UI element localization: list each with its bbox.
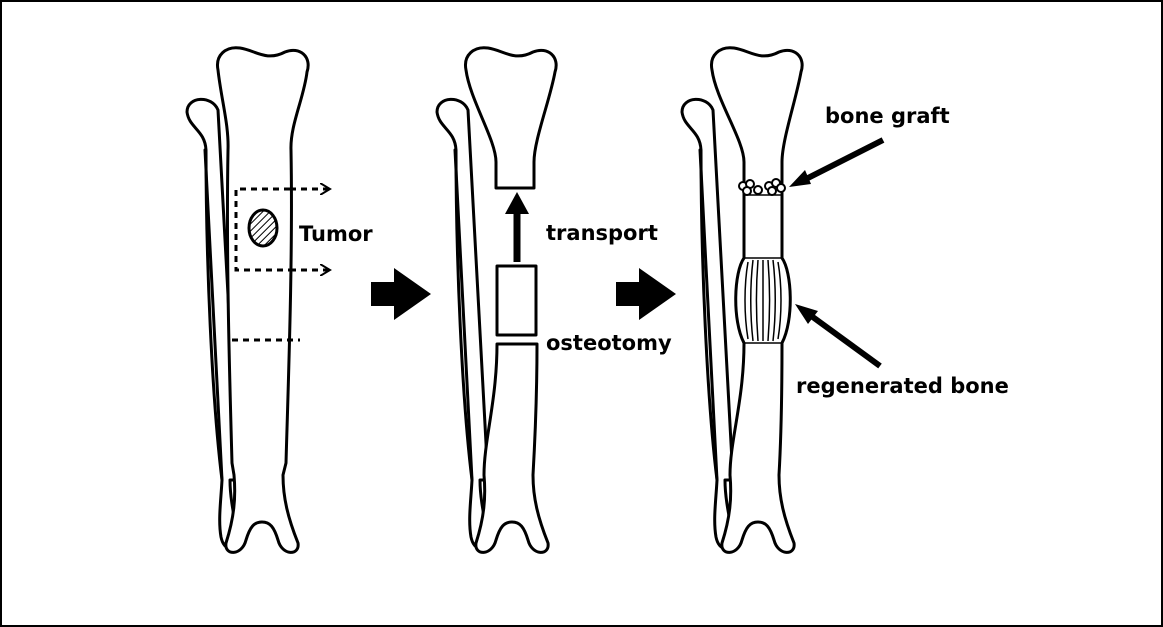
bone-graft-pointer-head: [789, 170, 811, 187]
tibia-proximal-fragment: [466, 48, 557, 188]
tibia-distal-fragment: [476, 344, 548, 552]
tumor-lesion: [249, 210, 277, 246]
step-arrow-2: [616, 268, 676, 320]
label-transport: transport: [546, 221, 658, 245]
label-bone-graft: bone graft: [825, 104, 950, 128]
label-tumor: Tumor: [299, 222, 373, 246]
regenerated-bone-pointer-shaft: [810, 315, 880, 366]
panel-result: bone graft regenerated bone: [682, 48, 1009, 553]
step-arrow-1: [371, 268, 431, 320]
transport-segment: [497, 266, 536, 335]
fibula: [437, 99, 488, 548]
label-regenerated-bone: regenerated bone: [796, 374, 1009, 398]
transport-arrow-head: [505, 192, 529, 214]
label-osteotomy: osteotomy: [546, 331, 672, 355]
fibula: [682, 99, 733, 548]
bone-graft-pointer-shaft: [804, 140, 883, 180]
panel-tumor: Tumor: [187, 48, 373, 553]
